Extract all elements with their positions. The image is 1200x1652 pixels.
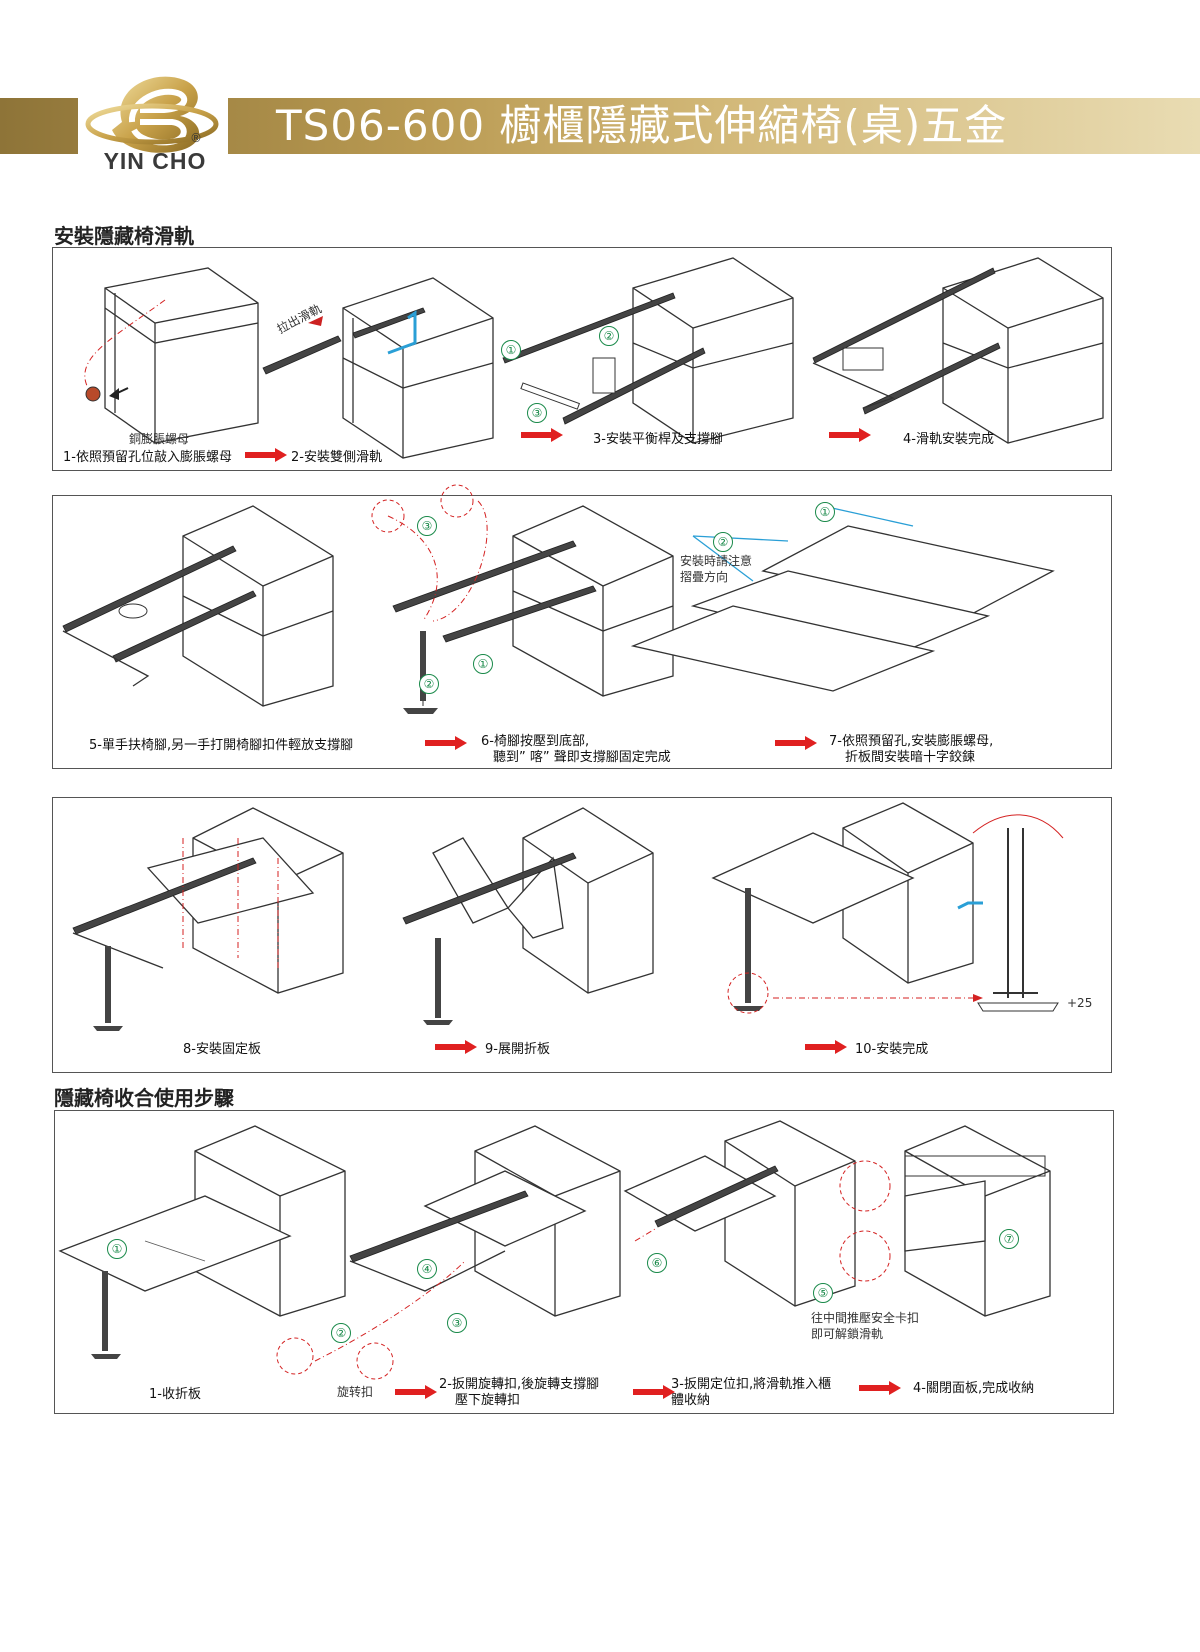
step-arrow-icon <box>775 736 817 750</box>
step-arrow-icon <box>425 736 467 750</box>
step-number-3: ③ <box>417 516 437 536</box>
cabinet-illustration-3 <box>502 257 794 444</box>
section-title-fold: 隱藏椅收合使用步驟 <box>54 1086 234 1110</box>
fold-step-2-label-line2: 壓下旋轉扣 <box>455 1393 521 1408</box>
panel-board-install: +25 8-安裝固定板 9-展開折板 10-安裝完成 <box>52 797 1112 1073</box>
cabinet-illustration-2 <box>262 277 494 459</box>
note-rotary-knob: 旋转扣 <box>337 1385 374 1399</box>
page-title: TS06-600 櫥櫃隱藏式伸縮椅(桌)五金 <box>276 101 1008 150</box>
step-number-4: ④ <box>417 1259 437 1279</box>
fold-step-3-label-line2: 體收納 <box>671 1393 711 1408</box>
height-adjust-note: +25 <box>1067 996 1093 1010</box>
step-number-1: ① <box>815 502 835 522</box>
step-2-label: 2-安裝雙側滑軌 <box>291 450 382 465</box>
note-unlock-line1: 往中間推壓安全卡扣 <box>811 1311 920 1325</box>
panel-rail-install: 銅膨脹螺母 1-依照預留孔位敲入膨脹螺母 拉出滑軌 2-安裝雙側滑軌 ① ② ③… <box>52 247 1112 471</box>
step-9-label: 9-展開折板 <box>485 1042 550 1057</box>
cabinet-illustration-4 <box>812 257 1104 444</box>
step-6-label-line1: 6-椅腳按壓到底部, <box>481 734 590 749</box>
panel-fold-steps: ① ② ③ ④ ⑤ ⑥ ⑦ 旋转扣 往中間推壓安全卡扣 即可解鎖滑軌 1-收折板… <box>54 1110 1114 1414</box>
board-install-illustration <box>72 802 1064 1031</box>
step-7-label-line2: 折板間安裝暗十字鉸鍊 <box>845 750 976 765</box>
section-title-install: 安裝隱藏椅滑軌 <box>54 224 194 248</box>
step-5-label: 5-單手扶椅腳,另一手打開椅腳扣件輕放支撐腳 <box>89 738 354 753</box>
step-10-label: 10-安裝完成 <box>855 1042 929 1057</box>
step-arrow-icon <box>521 428 563 442</box>
step-arrow-icon <box>859 1381 901 1395</box>
step-number-3: ③ <box>447 1313 467 1333</box>
note-copper-nut: 銅膨脹螺母 <box>129 432 190 446</box>
yin-cho-logo-icon: ® <box>85 76 219 153</box>
fold-step-3-label-line1: 3-扳開定位扣,將滑軌推入櫃 <box>671 1377 832 1392</box>
note-unlock-line2: 即可解鎖滑軌 <box>811 1327 884 1341</box>
step-number-7: ⑦ <box>999 1229 1019 1249</box>
note-fold-direction-2: 摺疊方向 <box>680 570 729 584</box>
step-7-label-line1: 7-依照預留孔,安裝膨脹螺母, <box>829 734 994 749</box>
step-1-label: 1-依照預留孔位敲入膨脹螺母 <box>63 450 232 465</box>
brand-name: YIN CHO <box>103 148 207 174</box>
step-arrow-icon <box>829 428 871 442</box>
cabinet-illustration-1 <box>84 267 259 444</box>
step-arrow-icon <box>633 1385 675 1399</box>
fold-step-1-label: 1-收折板 <box>149 1387 201 1402</box>
step-3-label: 3-安裝平衡桿及支撐腳 <box>593 432 723 447</box>
fold-step-2-label-line1: 2-扳開旋轉扣,後旋轉支撐腳 <box>439 1377 600 1392</box>
step-number-1: ① <box>501 340 521 360</box>
step-number-2: ② <box>713 532 733 552</box>
step-4-label: 4-滑軌安裝完成 <box>903 432 994 447</box>
step-number-6: ⑥ <box>647 1253 667 1273</box>
step-number-2: ② <box>419 674 439 694</box>
svg-text:®: ® <box>190 131 202 145</box>
fold-step-4-label: 4-關閉面板,完成收納 <box>913 1381 1035 1396</box>
fold-steps-illustration <box>58 1120 1051 1380</box>
step-number-2: ② <box>599 326 619 346</box>
step-arrow-icon <box>395 1385 437 1399</box>
step-number-3: ③ <box>527 403 547 423</box>
cabinet-leg-illustration <box>62 484 1055 714</box>
step-arrow-icon <box>245 448 287 462</box>
step-number-5: ⑤ <box>813 1283 833 1303</box>
step-number-1: ① <box>473 654 493 674</box>
step-6-label-line2: 聽到” 喀” 聲即支撐腳固定完成 <box>493 750 671 765</box>
panel-leg-and-boards: ③ ① ② ② ① 安裝時請注意 摺疊方向 5-單手扶椅腳,另一手打開椅腳扣件輕… <box>52 484 1112 769</box>
step-number-2: ② <box>331 1323 351 1343</box>
step-arrow-icon <box>805 1040 847 1054</box>
step-8-label: 8-安裝固定板 <box>183 1042 261 1057</box>
step-arrow-icon <box>435 1040 477 1054</box>
step-number-1: ① <box>107 1239 127 1259</box>
note-fold-direction-1: 安裝時請注意 <box>680 554 753 568</box>
